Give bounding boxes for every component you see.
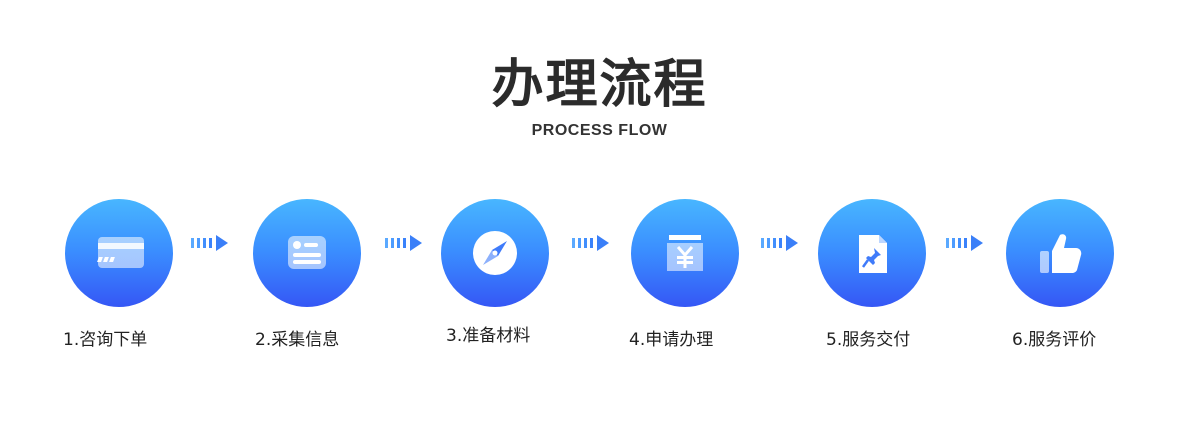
step-3-circle[interactable] <box>441 199 549 307</box>
id-card-icon <box>288 236 326 269</box>
arrow-right-icon <box>385 235 422 251</box>
step-5-circle[interactable] <box>818 199 926 307</box>
step-3-label: 3.准备材料 <box>446 326 531 346</box>
page-subtitle: PROCESS FLOW <box>531 122 668 139</box>
step-2-circle[interactable] <box>253 199 361 307</box>
step-5-label: 5.服务交付 <box>826 330 911 350</box>
thumbs-up-icon <box>1040 234 1082 273</box>
credit-card-icon <box>97 237 144 268</box>
arrow-right-icon <box>572 235 609 251</box>
compass-icon <box>473 231 517 275</box>
step-4-label: 4.申请办理 <box>629 330 714 350</box>
step-1-label: 1.咨询下单 <box>63 330 148 350</box>
step-6-label: 6.服务评价 <box>1012 330 1097 350</box>
step-1-circle[interactable] <box>65 199 173 307</box>
document-pin-icon <box>859 235 887 273</box>
yuan-payment-icon <box>667 235 703 271</box>
step-2-label: 2.采集信息 <box>255 330 340 350</box>
arrow-right-icon <box>191 235 228 251</box>
step-4-circle[interactable] <box>631 199 739 307</box>
step-6-circle[interactable] <box>1006 199 1114 307</box>
page-title: 办理流程 <box>491 55 708 115</box>
arrow-right-icon <box>946 235 983 251</box>
arrow-right-icon <box>761 235 798 251</box>
